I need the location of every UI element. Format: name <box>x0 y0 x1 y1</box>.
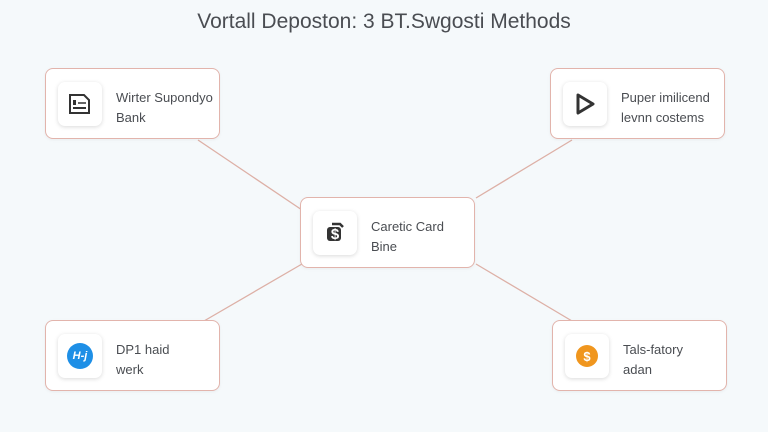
card-dollar-icon: $ <box>313 211 357 255</box>
chat-bubble-icon-text: H-j <box>67 343 93 369</box>
node-sublabel: levnn costems <box>621 110 705 125</box>
node-sublabel: Bine <box>371 239 398 254</box>
node-sublabel: werk <box>116 362 144 377</box>
svg-text:$: $ <box>331 226 340 243</box>
link-top-right <box>475 139 573 199</box>
link-bottom-left <box>203 263 303 322</box>
link-top-left <box>197 139 303 211</box>
play-icon <box>563 82 607 126</box>
node-label: Puper imilicend <box>621 90 710 105</box>
node-bottom-right[interactable]: $ Tals-fatory adan <box>552 320 727 391</box>
node-bottom-left[interactable]: H-j DP1 haid werk <box>45 320 220 391</box>
link-bottom-right <box>475 263 573 322</box>
node-label: Caretic Card <box>371 219 444 234</box>
node-sublabel: Bank <box>116 110 146 125</box>
chat-bubble-icon: H-j <box>58 334 102 378</box>
node-label: Tals-fatory <box>623 342 683 357</box>
node-sublabel: adan <box>623 362 652 377</box>
dollar-coin-icon-text: $ <box>576 345 598 367</box>
dollar-coin-icon: $ <box>565 334 609 378</box>
node-top-right[interactable]: Puper imilicend levnn costems <box>550 68 725 139</box>
node-label: DP1 haid <box>116 342 170 357</box>
document-icon <box>58 82 102 126</box>
diagram-title: Vortall Deposton: 3 BT.Swgosti Methods <box>197 10 571 33</box>
node-label: Wirter Supondyo <box>116 90 213 105</box>
